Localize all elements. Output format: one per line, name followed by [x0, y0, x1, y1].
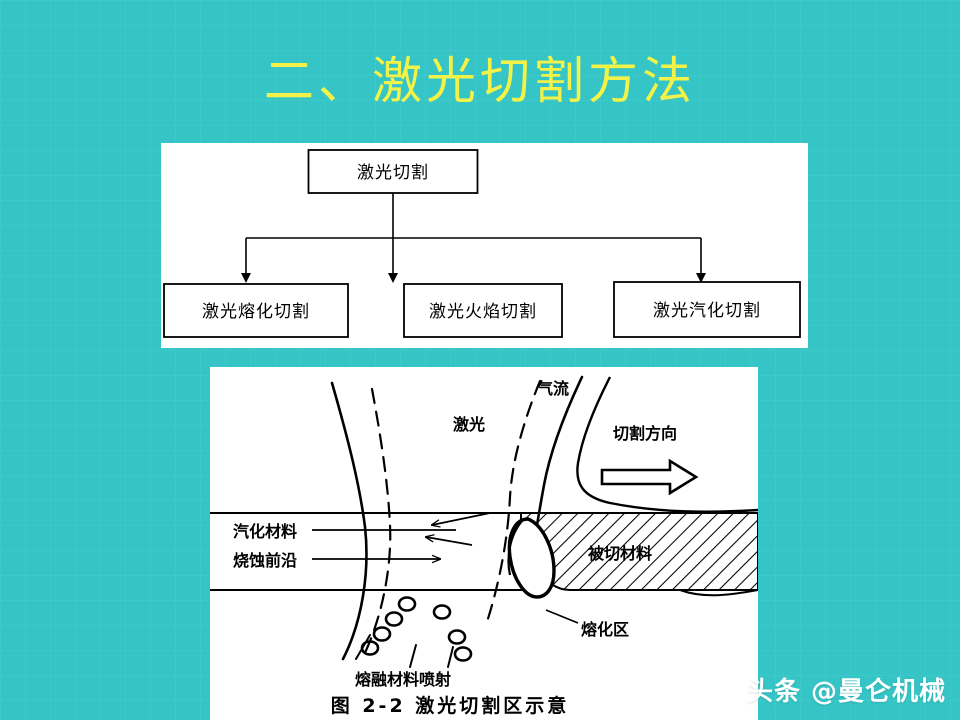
molten-droplets — [360, 596, 473, 662]
gas-flow-left — [360, 387, 392, 661]
label-cut-direction: 切割方向 — [613, 424, 677, 443]
flowchart-panel: 激光切割 激光熔化切割 激光火焰切割 激光汽化切割 — [161, 143, 808, 348]
nozzle-contour — [576, 376, 758, 513]
gas-flow-lines — [360, 379, 542, 661]
droplet-7 — [453, 646, 473, 662]
leader-melt-zone — [545, 609, 579, 624]
watermark-text: 头条 @曼仑机械 — [746, 677, 946, 707]
child-node-3-box — [613, 281, 801, 338]
flowchart-svg: 激光切割 激光熔化切割 激光火焰切割 激光汽化切割 — [163, 149, 801, 338]
label-vaporized-material: 汽化材料 — [233, 522, 297, 541]
label-leader-lines — [312, 512, 579, 624]
label-molten-ejection: 熔融材料喷射 — [355, 670, 451, 689]
pointer-kerf-top — [432, 512, 491, 525]
flowchart-child-node-2[interactable]: 激光火焰切割 — [403, 283, 563, 338]
child-node-1-label: 激光熔化切割 — [202, 302, 310, 322]
droplet-3 — [372, 626, 392, 642]
flowchart-child-node-1[interactable]: 激光熔化切割 — [163, 283, 349, 338]
ejection-streaks — [355, 634, 454, 668]
child-node-2-box — [403, 283, 563, 338]
melt-zone-shape — [507, 517, 556, 599]
child-node-3-label: 激光汽化切割 — [653, 301, 761, 321]
figure-caption: 图 2-2 激光切割区示意 — [331, 694, 570, 717]
label-cut-material: 被切材料 — [588, 544, 652, 563]
label-laser: 激光 — [453, 415, 485, 434]
root-node-label: 激光切割 — [357, 163, 429, 183]
child-node-2-label: 激光火焰切割 — [429, 302, 537, 322]
beam-left-edge — [330, 381, 368, 661]
droplet-1 — [397, 596, 417, 612]
label-melt-zone: 熔化区 — [581, 620, 629, 639]
laser-beam-outline — [330, 375, 584, 661]
nozzle-right-wall — [576, 376, 758, 513]
root-node-box — [307, 149, 479, 194]
pointer-kerf-mid — [426, 537, 473, 546]
label-gas-flow: 气流 — [536, 379, 569, 398]
droplet-6 — [447, 629, 467, 645]
flowchart-child-node-3[interactable]: 激光汽化切割 — [613, 281, 801, 338]
label-ablation-front: 烧蚀前沿 — [233, 551, 297, 570]
droplet-5 — [432, 604, 452, 620]
child-node-1-box — [163, 283, 349, 338]
droplet-2 — [384, 611, 404, 627]
figure-panel: 气流 激光 切割方向 汽化材料 烧蚀前沿 被切材料 熔化区 熔融材料喷射 图 2… — [210, 367, 758, 720]
flowchart-connectors — [241, 193, 706, 283]
gas-flow-right — [484, 379, 542, 627]
material-surface-lines — [210, 512, 528, 591]
laser-cutting-diagram: 气流 激光 切割方向 汽化材料 烧蚀前沿 被切材料 熔化区 熔融材料喷射 图 2… — [210, 367, 758, 720]
cut-direction-arrow — [600, 458, 699, 496]
page-title: 二、激光切割方法 — [264, 52, 696, 110]
flowchart-root-node[interactable]: 激光切割 — [307, 149, 479, 194]
beam-right-edge — [534, 375, 584, 533]
